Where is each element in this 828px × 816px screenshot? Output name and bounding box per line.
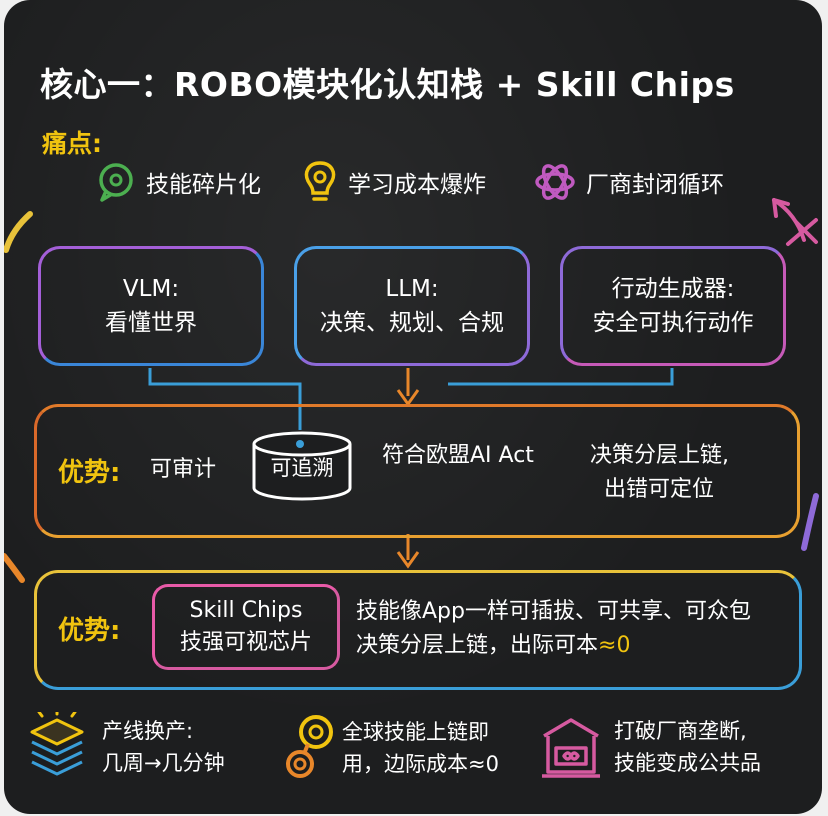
advantage2-desc-1: 技能像App一样可插拔、可共享、可众包 <box>356 599 751 624</box>
advantage-box-1 <box>34 404 800 538</box>
module-vlm: VLM: 看懂世界 <box>38 246 264 366</box>
lightbulb-icon <box>304 161 336 201</box>
advantage-audit: 可审计 <box>150 457 217 482</box>
module-desc: 看懂世界 <box>105 310 197 336</box>
advantage-label: 优势: <box>58 458 121 488</box>
module-action-generator: 行动生成器: 安全可执行动作 <box>560 246 786 366</box>
footer-line2: 几周→几分钟 <box>102 751 225 775</box>
chalk-decorations <box>4 198 819 583</box>
module-title: 行动生成器: <box>611 276 735 302</box>
advantage-label: 优势: <box>58 616 121 646</box>
skill-chips-box: Skill Chips 技强可视芯片 <box>152 584 340 670</box>
chalkboard: 核心一：ROBO模块化认知栈 + Skill Chips 痛点: 技能碎片化 学… <box>4 0 822 814</box>
chalk-arc-left-lower-icon <box>4 553 25 583</box>
pain-item-fragmented: 技能碎片化 <box>94 160 261 204</box>
arrow-down-2-icon <box>396 551 420 569</box>
connector-vlm <box>148 368 302 430</box>
chat-bubble-icon <box>99 163 133 202</box>
module-title: VLM: <box>122 276 180 302</box>
connector-action <box>448 368 674 386</box>
knot-icon <box>535 164 575 200</box>
footer-text: 产线换产: 几周→几分钟 <box>102 715 225 779</box>
footer-text: 打破厂商垄断, 技能变成公共品 <box>614 715 761 779</box>
advantage-layered-1: 决策分层上链, <box>590 443 729 468</box>
footer-line1: 产线换产: <box>102 719 194 743</box>
pain-item-learning-cost: 学习成本爆炸 <box>300 160 486 204</box>
advantage2-desc-2: 决策分层上链，出际可本≈0 <box>356 630 630 662</box>
footer-text: 全球技能上链即 用，边际成本≈0 <box>342 716 499 780</box>
advantage-box-2 <box>34 570 802 690</box>
pain-item-closed-loop: 厂商封闭循环 <box>532 160 724 204</box>
storehouse-icon <box>542 718 600 778</box>
module-title: LLM: <box>385 276 439 302</box>
chalk-arc-left-icon <box>4 211 33 253</box>
rotate-arrows-icon <box>772 198 818 246</box>
footer-line2: 技能变成公共品 <box>614 751 761 775</box>
module-desc: 决策、规划、合规 <box>320 310 504 336</box>
pain-item-label: 技能碎片化 <box>146 172 261 198</box>
footer-item-line-change: 产线换产: 几周→几分钟 <box>22 712 225 782</box>
advantage-compliance: 符合欧盟AI Act <box>382 443 534 468</box>
approx-zero: ≈0 <box>598 633 631 658</box>
footer-item-global-skills: 全球技能上链即 用，边际成本≈0 <box>284 712 499 784</box>
footer-line1: 打破厂商垄断, <box>614 719 747 743</box>
module-desc: 安全可执行动作 <box>592 310 754 336</box>
footer-item-break-monopoly: 打破厂商垄断, 技能变成公共品 <box>538 712 761 782</box>
pain-item-label: 学习成本爆炸 <box>348 172 486 198</box>
footer-line2: 用，边际成本≈0 <box>342 752 499 776</box>
chalk-arc-right-icon <box>801 493 819 551</box>
page-title: 核心一：ROBO模块化认知栈 + Skill Chips <box>40 65 735 104</box>
chain-link-icon <box>286 715 333 778</box>
pain-points-label: 痛点: <box>42 129 102 158</box>
advantage2-desc-2-text: 决策分层上链，出际可本 <box>356 633 599 658</box>
layers-stack-icon <box>30 712 84 776</box>
chip-subtitle: 技强可视芯片 <box>179 630 312 655</box>
chip-title: Skill Chips <box>189 598 303 623</box>
advantage-trace: 可追溯 <box>270 456 334 480</box>
module-llm: LLM: 决策、规划、合规 <box>294 246 530 366</box>
database-cylinder-icon <box>252 431 352 501</box>
footer-line1: 全球技能上链即 <box>342 720 489 744</box>
advantage-layered-2: 出错可定位 <box>604 477 715 502</box>
pain-item-label: 厂商封闭循环 <box>586 172 724 198</box>
